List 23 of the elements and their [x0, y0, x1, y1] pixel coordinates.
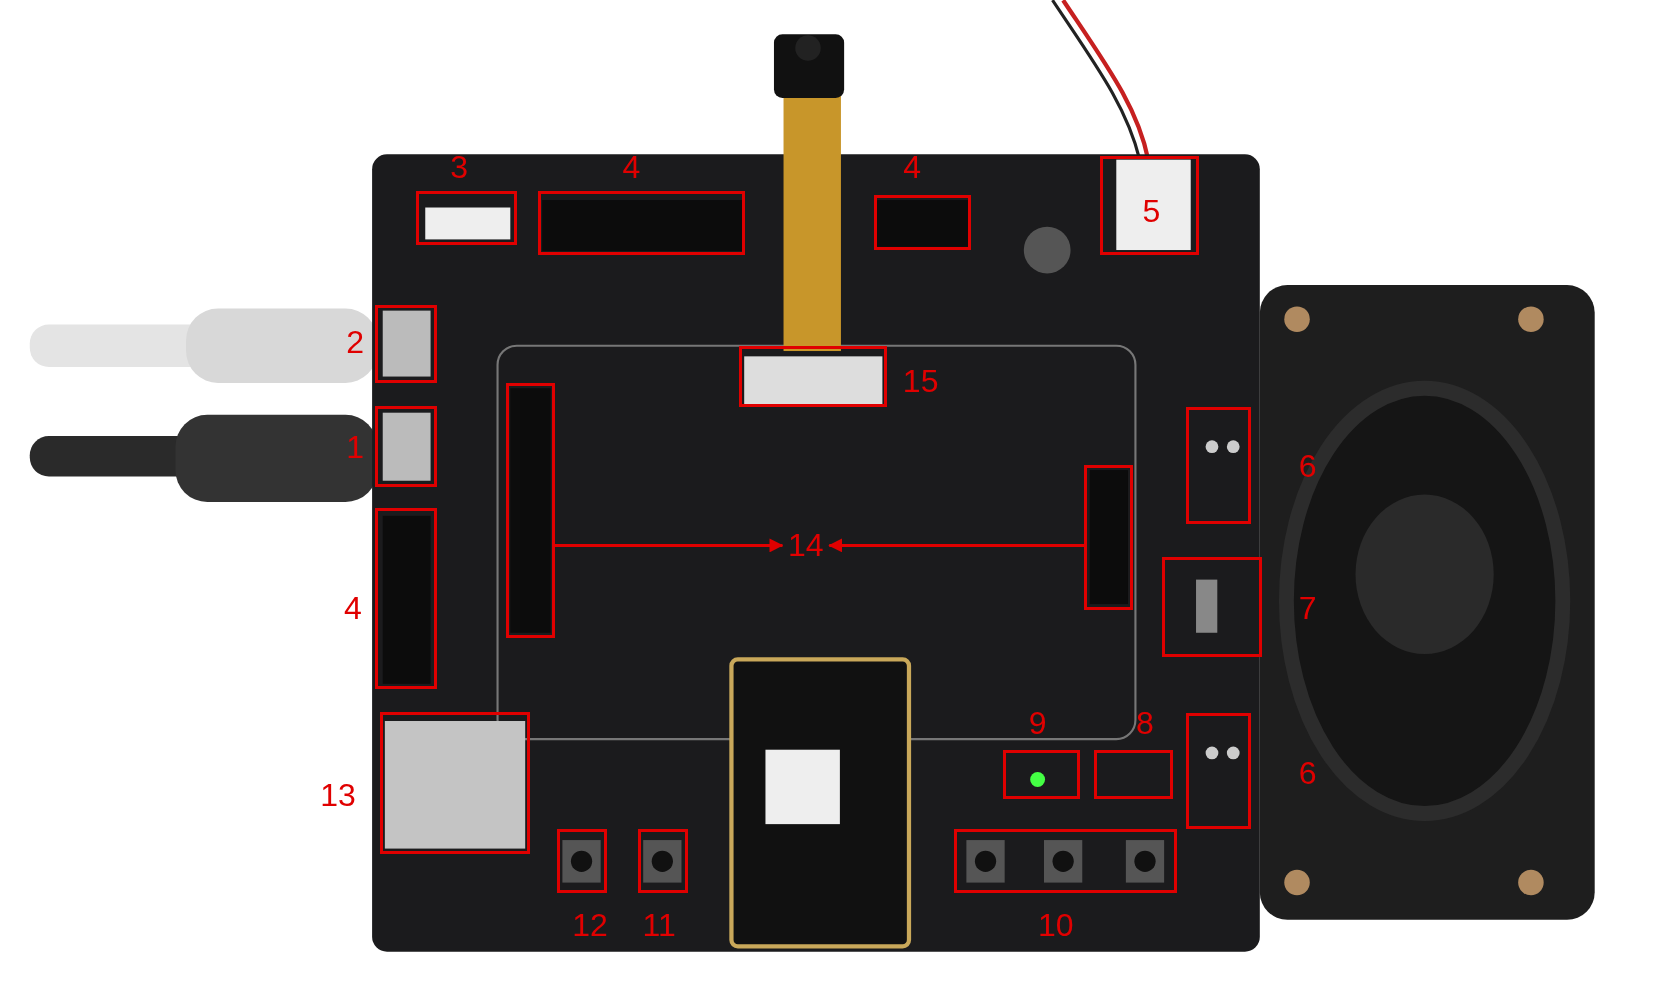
arrow: [828, 538, 1085, 553]
callout-number: 10: [1037, 908, 1074, 941]
callout-number: 5: [1142, 194, 1161, 227]
callout-number: 4: [344, 592, 362, 625]
callout-number: 3: [450, 150, 469, 183]
callout-number: 7: [1298, 592, 1317, 625]
callout-number: 4: [622, 150, 641, 183]
callout-number: 12: [572, 908, 608, 941]
callout-number: 14: [782, 526, 830, 565]
highlight-box: [1100, 156, 1200, 256]
callout-number: 13: [320, 779, 356, 812]
highlight-box: [506, 382, 555, 638]
callout-number: 6: [1298, 449, 1317, 482]
callout-number: 15: [902, 364, 939, 397]
callout-number: 1: [346, 430, 364, 463]
callout-number: 9: [1028, 706, 1047, 739]
arrow: [554, 538, 784, 553]
highlight-box: [1084, 464, 1134, 611]
callout-number: 8: [1136, 706, 1154, 739]
callout-number: 2: [346, 326, 364, 359]
callout-number: 6: [1298, 756, 1317, 789]
callout-number: 11: [642, 908, 676, 941]
callout-number: 4: [903, 150, 922, 183]
